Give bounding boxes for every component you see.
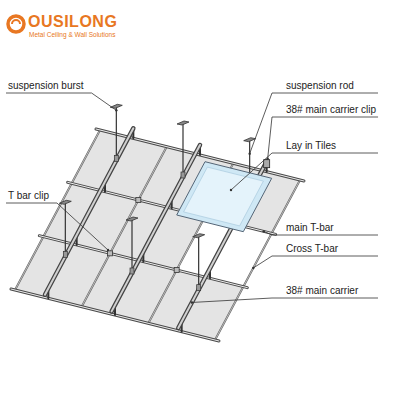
main-carrier-face <box>112 145 200 311</box>
leader-line <box>6 93 116 110</box>
leader-line <box>6 203 108 250</box>
leader-line <box>192 298 378 302</box>
logo-icon <box>8 16 24 32</box>
leader-dot <box>262 230 264 232</box>
main-carrier <box>112 145 200 311</box>
leader-dot <box>252 267 254 269</box>
main-carrier-face <box>45 128 133 294</box>
brand-tagline: Metal Ceiling & Wall Solutions <box>29 31 115 39</box>
rod-hanger <box>114 155 118 161</box>
main-carrier-clip <box>264 160 270 168</box>
leader-dot <box>115 109 117 111</box>
leader-dot <box>191 301 193 303</box>
part-label-holder: suspension burst <box>8 80 84 92</box>
lay-in-tile-face <box>184 167 264 226</box>
rod-hanger <box>197 285 201 291</box>
suspension-system <box>45 104 270 331</box>
part-label: Lay in Tiles <box>286 140 336 152</box>
part-label: Cross T-bar <box>286 243 338 255</box>
part-label-holder: 38# main carrier <box>286 285 358 297</box>
leader-dot <box>248 152 250 154</box>
cross-t-bar <box>15 130 100 290</box>
suspension-rod <box>116 106 117 160</box>
brand-name-holder: OUSILONG <box>28 12 117 31</box>
part-label-holder: Cross T-bar <box>286 243 338 255</box>
rod-hanger <box>63 251 67 257</box>
part-label-holder: 38# main carrier clip <box>286 104 376 116</box>
part-label-holder: main T-bar <box>286 222 334 234</box>
suspension-burst <box>126 217 138 221</box>
leader-dot <box>230 189 232 191</box>
main-t-bar <box>11 289 219 341</box>
part-label: main T-bar <box>286 222 334 234</box>
part-label: T bar clip <box>8 190 49 202</box>
part-label: 38# main carrier <box>286 285 358 297</box>
suspension-burst <box>177 121 189 125</box>
main-carrier <box>45 128 133 294</box>
part-label: suspension burst <box>8 80 84 92</box>
t-bar-clip <box>108 251 113 256</box>
part-label-holder: Lay in Tiles <box>286 140 336 152</box>
suspension-burst <box>193 234 205 238</box>
cross-t-bar-face <box>82 147 167 307</box>
brand-name: OUSILONG <box>28 12 117 31</box>
ceiling-grid <box>11 129 304 341</box>
lay-in-tile <box>177 162 272 232</box>
rod-hanger <box>130 268 134 274</box>
t-bar-clip <box>174 268 179 273</box>
leader-line <box>253 256 378 268</box>
leader-line <box>231 153 378 190</box>
cross-t-bar <box>82 147 167 307</box>
suspension-rod <box>131 219 132 273</box>
leader-line <box>268 117 378 159</box>
brand-tagline-holder: Metal Ceiling & Wall Solutions <box>29 31 115 39</box>
suspension-rod <box>182 123 183 177</box>
suspension-rod <box>198 236 199 290</box>
logo-swirl <box>12 20 20 24</box>
part-label-holder: suspension rod <box>286 80 354 92</box>
cross-t-bar-face <box>15 130 100 290</box>
leader-dot <box>266 157 268 159</box>
part-label-holder: T bar clip <box>8 190 49 202</box>
logo-ring <box>8 16 24 32</box>
rod-hanger <box>181 172 185 178</box>
part-label: 38# main carrier clip <box>286 104 376 116</box>
main-t-bar-face <box>11 289 219 341</box>
part-label: suspension rod <box>286 80 354 92</box>
suspension-burst <box>59 200 71 204</box>
leader-dot <box>107 249 109 251</box>
t-bar-clip <box>136 198 141 203</box>
